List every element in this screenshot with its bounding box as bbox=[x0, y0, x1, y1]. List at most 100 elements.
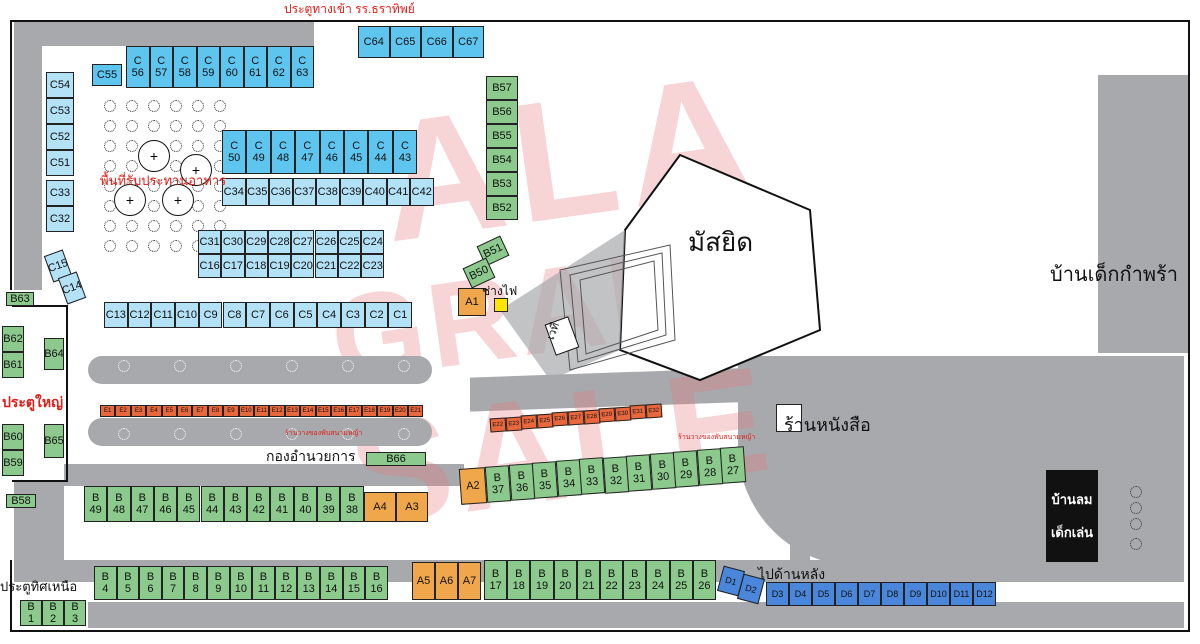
stall-b47[interactable]: B 47 bbox=[130, 486, 154, 522]
stall-d8[interactable]: D8 bbox=[881, 582, 904, 606]
stall-b34[interactable]: B 34 bbox=[555, 459, 582, 498]
stall-e20[interactable]: E20 bbox=[392, 405, 408, 417]
stall-c43[interactable]: C 43 bbox=[392, 130, 418, 174]
stall-c24[interactable]: C24 bbox=[361, 230, 385, 254]
stall-c56[interactable]: C 56 bbox=[126, 46, 150, 88]
stall-e17[interactable]: E17 bbox=[346, 405, 362, 417]
stall-c28[interactable]: C28 bbox=[267, 230, 292, 254]
stall-a2[interactable]: A2 bbox=[458, 467, 488, 505]
stall-c46[interactable]: C 46 bbox=[319, 130, 344, 174]
stall-d7[interactable]: D7 bbox=[858, 582, 881, 606]
stall-b29[interactable]: B 29 bbox=[672, 450, 699, 488]
stall-e14[interactable]: E14 bbox=[300, 405, 316, 417]
stall-c59[interactable]: C 59 bbox=[196, 46, 220, 88]
stall-c45[interactable]: C 45 bbox=[344, 130, 369, 174]
stall-b6[interactable]: B 6 bbox=[139, 566, 162, 600]
stall-c55[interactable]: C55 bbox=[92, 64, 122, 86]
stall-e12[interactable]: E12 bbox=[269, 405, 285, 417]
stall-c47[interactable]: C 47 bbox=[295, 130, 320, 174]
stall-e9[interactable]: E9 bbox=[223, 405, 239, 417]
stall-b41[interactable]: B 41 bbox=[270, 486, 294, 522]
stall-c10[interactable]: C10 bbox=[175, 302, 199, 328]
stall-a7[interactable]: A7 bbox=[458, 562, 481, 600]
stall-e1[interactable]: E1 bbox=[100, 405, 116, 417]
stall-b23[interactable]: B 23 bbox=[623, 560, 647, 600]
stall-d4[interactable]: D4 bbox=[789, 582, 812, 606]
stall-b12[interactable]: B 12 bbox=[274, 566, 298, 600]
stall-e29[interactable]: E29 bbox=[598, 407, 616, 423]
stall-b48[interactable]: B 48 bbox=[107, 486, 131, 522]
stall-b49[interactable]: B 49 bbox=[84, 486, 108, 522]
stall-b3[interactable]: B 3 bbox=[64, 600, 86, 626]
stall-c20[interactable]: C20 bbox=[291, 254, 315, 278]
stall-e4[interactable]: E4 bbox=[146, 405, 162, 417]
stall-c32[interactable]: C32 bbox=[46, 206, 74, 232]
stall-c12[interactable]: C12 bbox=[127, 302, 152, 328]
stall-d3[interactable]: D3 bbox=[766, 582, 789, 606]
stall-c31[interactable]: C31 bbox=[198, 230, 222, 254]
stall-b16[interactable]: B 16 bbox=[365, 566, 388, 600]
stall-b18[interactable]: B 18 bbox=[507, 560, 531, 600]
stall-d12[interactable]: D12 bbox=[973, 582, 996, 606]
stall-c38[interactable]: C38 bbox=[316, 178, 340, 206]
stall-e6[interactable]: E6 bbox=[177, 405, 193, 417]
stall-c67[interactable]: C67 bbox=[452, 26, 484, 58]
stall-b56[interactable]: B56 bbox=[486, 100, 518, 124]
stall-c49[interactable]: C 49 bbox=[246, 130, 271, 174]
stall-c22[interactable]: C22 bbox=[337, 254, 362, 278]
stall-e32[interactable]: E32 bbox=[645, 403, 663, 419]
stall-e10[interactable]: E10 bbox=[238, 405, 254, 417]
stall-c62[interactable]: C 62 bbox=[267, 46, 291, 88]
stall-b66[interactable]: B66 bbox=[366, 452, 426, 466]
stall-a6[interactable]: A6 bbox=[435, 562, 458, 600]
stall-c35[interactable]: C35 bbox=[245, 178, 269, 206]
stall-e11[interactable]: E11 bbox=[254, 405, 270, 417]
stall-a5[interactable]: A5 bbox=[412, 562, 435, 600]
stall-c6[interactable]: C6 bbox=[269, 302, 294, 328]
stall-e25[interactable]: E25 bbox=[536, 413, 553, 429]
stall-c58[interactable]: C 58 bbox=[173, 46, 197, 88]
stall-c13[interactable]: C13 bbox=[104, 302, 128, 328]
stall-b46[interactable]: B 46 bbox=[153, 486, 178, 522]
stall-b15[interactable]: B 15 bbox=[342, 566, 366, 600]
stall-b7[interactable]: B 7 bbox=[161, 566, 185, 600]
stall-c5[interactable]: C5 bbox=[293, 302, 318, 328]
stall-b61[interactable]: B61 bbox=[2, 352, 24, 378]
stall-b26[interactable]: B 26 bbox=[692, 560, 716, 600]
stall-c14[interactable]: C14 bbox=[57, 271, 87, 305]
stall-b55[interactable]: B55 bbox=[486, 124, 518, 148]
stall-b27[interactable]: B 27 bbox=[719, 446, 746, 484]
stall-c44[interactable]: C 44 bbox=[368, 130, 393, 174]
stall-b39[interactable]: B 39 bbox=[317, 486, 341, 522]
stall-e2[interactable]: E2 bbox=[115, 405, 131, 417]
stall-c41[interactable]: C41 bbox=[386, 178, 410, 206]
stall-e19[interactable]: E19 bbox=[377, 405, 393, 417]
stall-e13[interactable]: E13 bbox=[284, 405, 301, 417]
stall-e18[interactable]: E18 bbox=[361, 405, 378, 417]
stall-b13[interactable]: B 13 bbox=[297, 566, 320, 600]
stall-b59[interactable]: B59 bbox=[2, 450, 24, 476]
stall-c53[interactable]: C53 bbox=[46, 98, 74, 124]
stall-a1[interactable]: A1 bbox=[458, 288, 486, 316]
stall-b35[interactable]: B 35 bbox=[531, 461, 558, 499]
stall-c36[interactable]: C36 bbox=[269, 178, 293, 206]
stall-c23[interactable]: C23 bbox=[361, 254, 385, 278]
stall-d9[interactable]: D9 bbox=[904, 582, 927, 606]
stall-e30[interactable]: E30 bbox=[614, 406, 631, 422]
stall-b11[interactable]: B 11 bbox=[252, 566, 275, 600]
stall-b52[interactable]: B52 bbox=[486, 196, 518, 220]
stall-c54[interactable]: C54 bbox=[46, 72, 74, 98]
stall-c30[interactable]: C30 bbox=[221, 230, 245, 254]
stall-b65[interactable]: B65 bbox=[44, 424, 64, 458]
stall-c34[interactable]: C34 bbox=[222, 178, 246, 206]
stall-e8[interactable]: E8 bbox=[207, 405, 224, 417]
stall-c2[interactable]: C2 bbox=[364, 302, 389, 328]
stall-a3[interactable]: A3 bbox=[396, 492, 428, 522]
stall-b5[interactable]: B 5 bbox=[116, 566, 140, 600]
stall-c21[interactable]: C21 bbox=[314, 254, 338, 278]
stall-b54[interactable]: B54 bbox=[486, 148, 518, 172]
stall-e7[interactable]: E7 bbox=[192, 405, 208, 417]
stall-c51[interactable]: C51 bbox=[46, 150, 74, 176]
stall-b57[interactable]: B57 bbox=[486, 76, 518, 100]
stall-c4[interactable]: C4 bbox=[317, 302, 341, 328]
